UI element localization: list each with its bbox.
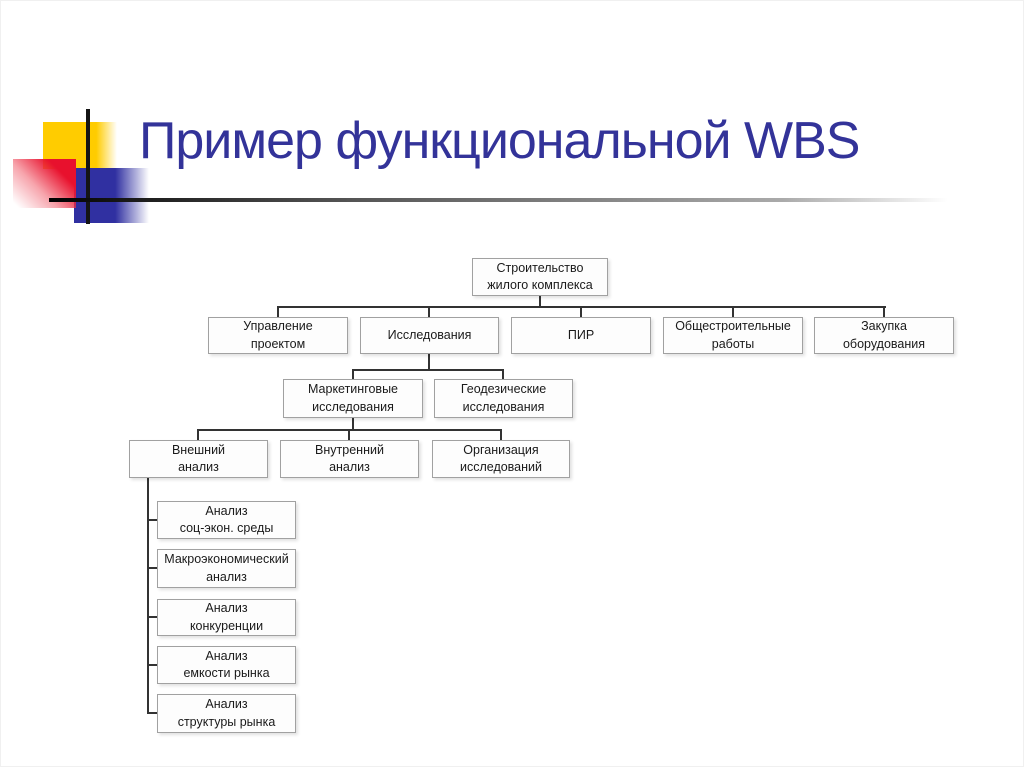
connector-line — [883, 306, 885, 317]
connector-line — [147, 519, 157, 521]
node-socio-economic-analysis: Анализ соц-экон. среды — [157, 501, 296, 539]
node-research-organization: Организация исследований — [432, 440, 570, 478]
node-geodesic-research: Геодезические исследования — [434, 379, 573, 418]
connector-line — [147, 664, 157, 666]
connector-line — [500, 429, 502, 440]
node-internal-analysis: Внутренний анализ — [280, 440, 419, 478]
connector-line — [147, 712, 157, 714]
node-research: Исследования — [360, 317, 499, 354]
connector-line — [580, 306, 582, 317]
connector-line — [147, 567, 157, 569]
node-market-capacity-analysis: Анализ емкости рынка — [157, 646, 296, 684]
connector-line — [277, 306, 279, 317]
node-general-construction: Общестроительные работы — [663, 317, 803, 354]
title-underline — [49, 198, 966, 202]
decorative-vertical-line — [86, 109, 90, 224]
connector-line — [147, 478, 149, 714]
connector-line — [352, 369, 504, 371]
connector-line — [348, 429, 350, 440]
connector-line — [352, 369, 354, 379]
connector-line — [428, 306, 430, 317]
node-external-analysis: Внешний анализ — [129, 440, 268, 478]
node-macroeconomic-analysis: Макроэкономический анализ — [157, 549, 296, 588]
connector-line — [352, 418, 354, 429]
node-market-structure-analysis: Анализ структуры рынка — [157, 694, 296, 733]
node-construction: Строительство жилого комплекса — [472, 258, 608, 296]
node-competition-analysis: Анализ конкуренции — [157, 599, 296, 636]
node-marketing-research: Маркетинговые исследования — [283, 379, 423, 418]
connector-line — [428, 354, 430, 369]
node-project-management: Управление проектом — [208, 317, 348, 354]
connector-line — [502, 369, 504, 379]
node-equipment-procurement: Закупка оборудования — [814, 317, 954, 354]
connector-line — [147, 616, 157, 618]
node-pir: ПИР — [511, 317, 651, 354]
slide-title: Пример функциональной WBS — [139, 112, 860, 170]
connector-line — [732, 306, 734, 317]
connector-line — [539, 296, 541, 307]
connector-line — [197, 429, 199, 440]
